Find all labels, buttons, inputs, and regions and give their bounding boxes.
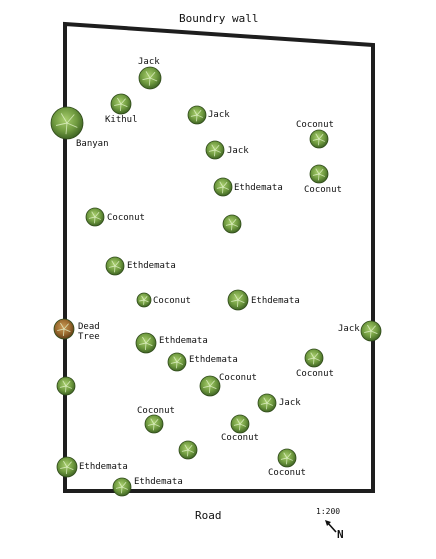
tree-canopy-ethdemata-10: [105, 256, 125, 276]
dead-tree-canopy: [53, 318, 75, 340]
tree-label-coconut: Coconut: [268, 468, 306, 478]
tree-label-ethdemata: Ethdemata: [134, 477, 183, 487]
trees-layer: [50, 66, 382, 497]
tree-label-jack: Jack: [227, 146, 249, 156]
tree-canopy-coconut-8: [85, 207, 105, 227]
tree-label-coconut: Coconut: [137, 406, 175, 416]
tree-label-jack: Jack: [338, 324, 360, 334]
north-letter: N: [337, 528, 344, 541]
tree-canopy-coconut-11: [136, 292, 152, 308]
tree-label-coconut: Coconut: [107, 213, 145, 223]
map-title: Boundry wall: [179, 12, 259, 25]
tree-label-kithul: Kithul: [105, 115, 138, 125]
tree-label-coconut: Coconut: [296, 120, 334, 130]
tree-canopy-jack-13: [360, 320, 382, 342]
tree-canopy-ethdemata-24: [56, 456, 78, 478]
tree-canopy-ethdemata-25: [112, 477, 132, 497]
tree-canopy-jack-19: [257, 393, 277, 413]
tree-label-coconut: Coconut: [221, 433, 259, 443]
tree-label-jack: Jack: [138, 57, 160, 67]
tree-label-dead-tree: Dead Tree: [78, 322, 100, 342]
tree-canopy-ethdemata-7: [213, 177, 233, 197]
tree-canopy-coconut-4: [309, 129, 329, 149]
tree-label-coconut: Coconut: [219, 373, 257, 383]
tree-canopy-unlabeled-22: [178, 440, 198, 460]
tree-canopy-coconut-18: [199, 375, 221, 397]
north-arrow-icon: N: [325, 520, 344, 541]
tree-canopy-ethdemata-14: [135, 332, 157, 354]
tree-canopy-kithul-1: [110, 93, 132, 115]
tree-canopy-unlabeled-17: [56, 376, 76, 396]
tree-label-ethdemata: Ethdemata: [234, 183, 283, 193]
tree-label-ethdemata: Ethdemata: [79, 462, 128, 472]
tree-canopy-jack-5: [205, 140, 225, 160]
tree-label-coconut: Coconut: [153, 296, 191, 306]
tree-label-ethdemata: Ethdemata: [189, 355, 238, 365]
tree-label-jack: Jack: [208, 110, 230, 120]
tree-canopy-coconut-20: [144, 414, 164, 434]
tree-canopy-jack-0: [138, 66, 162, 90]
tree-canopy-coconut-6: [309, 164, 329, 184]
tree-canopy-coconut-21: [230, 414, 250, 434]
tree-canopy-ethdemata-15: [167, 352, 187, 372]
tree-canopy-jack-3: [187, 105, 207, 125]
tree-label-ethdemata: Ethdemata: [251, 296, 300, 306]
tree-canopy-coconut-16: [304, 348, 324, 368]
tree-label-coconut: Coconut: [296, 369, 334, 379]
tree-canopy-unlabeled-2: [50, 106, 84, 140]
scale-label: 1:200: [316, 507, 341, 516]
tree-canopy-ethdemata-12: [227, 289, 249, 311]
road-label: Road: [195, 509, 222, 522]
tree-label-banyan: Banyan: [76, 139, 109, 149]
tree-label-ethdemata: Ethdemata: [127, 261, 176, 271]
tree-label-jack: Jack: [279, 398, 301, 408]
tree-label-coconut: Coconut: [304, 185, 342, 195]
tree-canopy-coconut-23: [277, 448, 297, 468]
tree-label-ethdemata: Ethdemata: [159, 336, 208, 346]
tree-canopy-unlabeled-9: [222, 214, 242, 234]
